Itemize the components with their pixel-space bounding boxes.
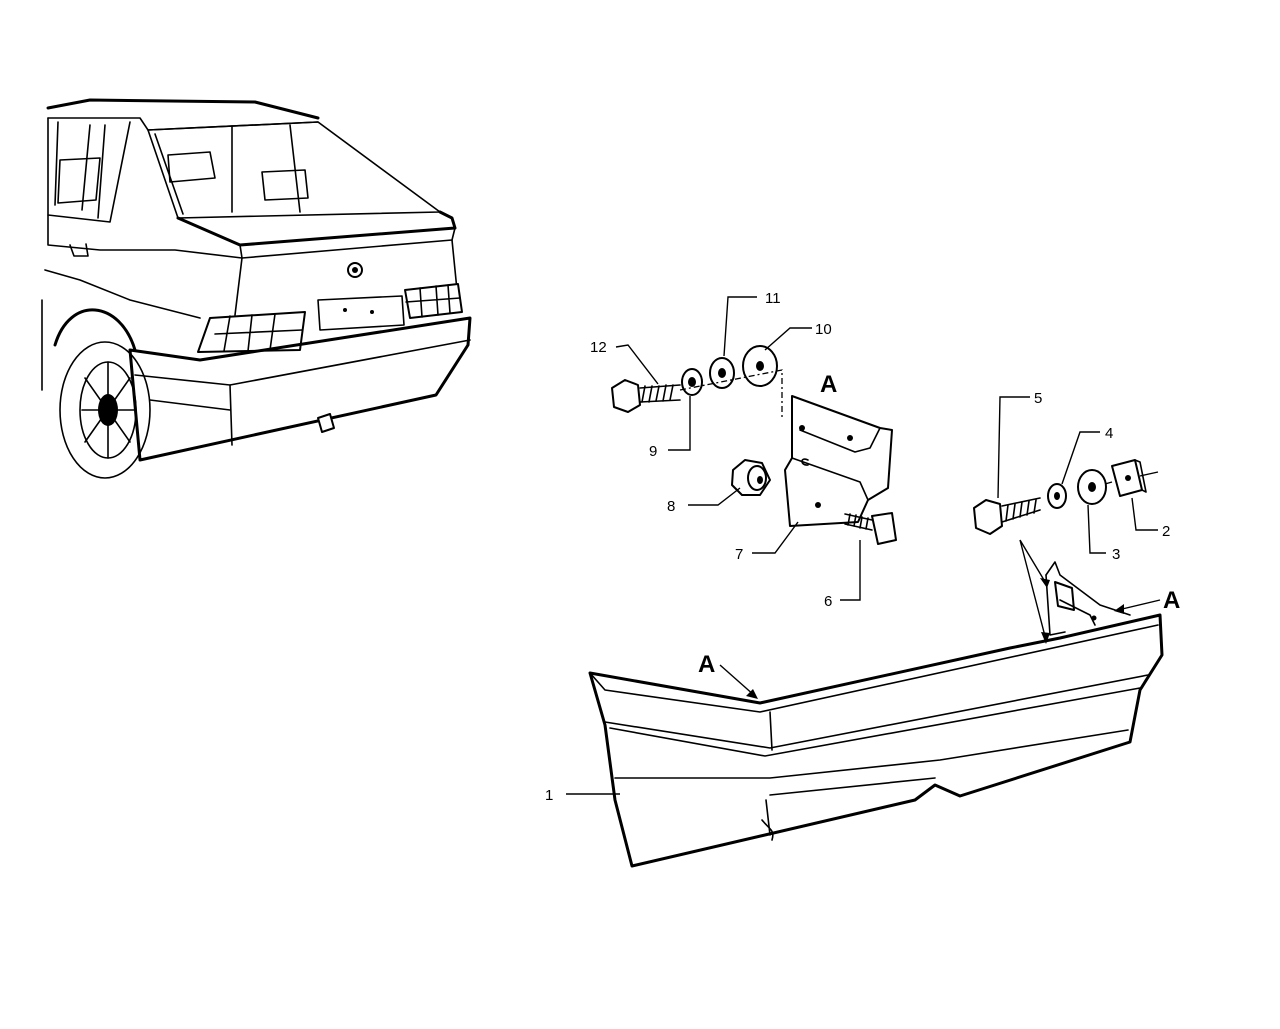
callout-7: 7: [735, 546, 743, 563]
detail-a-bumper-right: A: [1163, 587, 1180, 614]
callout-4: 4: [1105, 425, 1113, 442]
side-hardware-group: [973, 459, 1159, 535]
bolt-12-part: [611, 379, 681, 413]
clip-2-part: [1111, 459, 1147, 497]
detail-a-bumper-left: A: [698, 651, 715, 678]
bolt-5-part: [973, 497, 1041, 535]
callout-6: 6: [824, 593, 832, 610]
car-rear-illustration: [41, 98, 472, 479]
detail-a-bracket: A: [820, 371, 837, 398]
bracket-hardware-group: [611, 345, 897, 545]
callout-3: 3: [1112, 546, 1120, 563]
nut-8-part: [731, 459, 771, 496]
rear-bumper-part: [588, 561, 1164, 868]
callout-labels: 1 2 3 4 5 6 7 8 9 10 11 12 A A A: [545, 290, 1180, 804]
callout-1: 1: [545, 787, 553, 804]
leader-lines: [566, 296, 1161, 795]
callout-8: 8: [667, 498, 675, 515]
callout-9: 9: [649, 443, 657, 460]
screw-6-part: [844, 512, 897, 545]
callout-2: 2: [1162, 523, 1170, 540]
bracket-7-part: [784, 395, 893, 527]
callout-11: 11: [765, 290, 781, 307]
callout-12: 12: [590, 339, 607, 356]
callout-5: 5: [1034, 390, 1042, 407]
callout-10: 10: [815, 321, 832, 338]
